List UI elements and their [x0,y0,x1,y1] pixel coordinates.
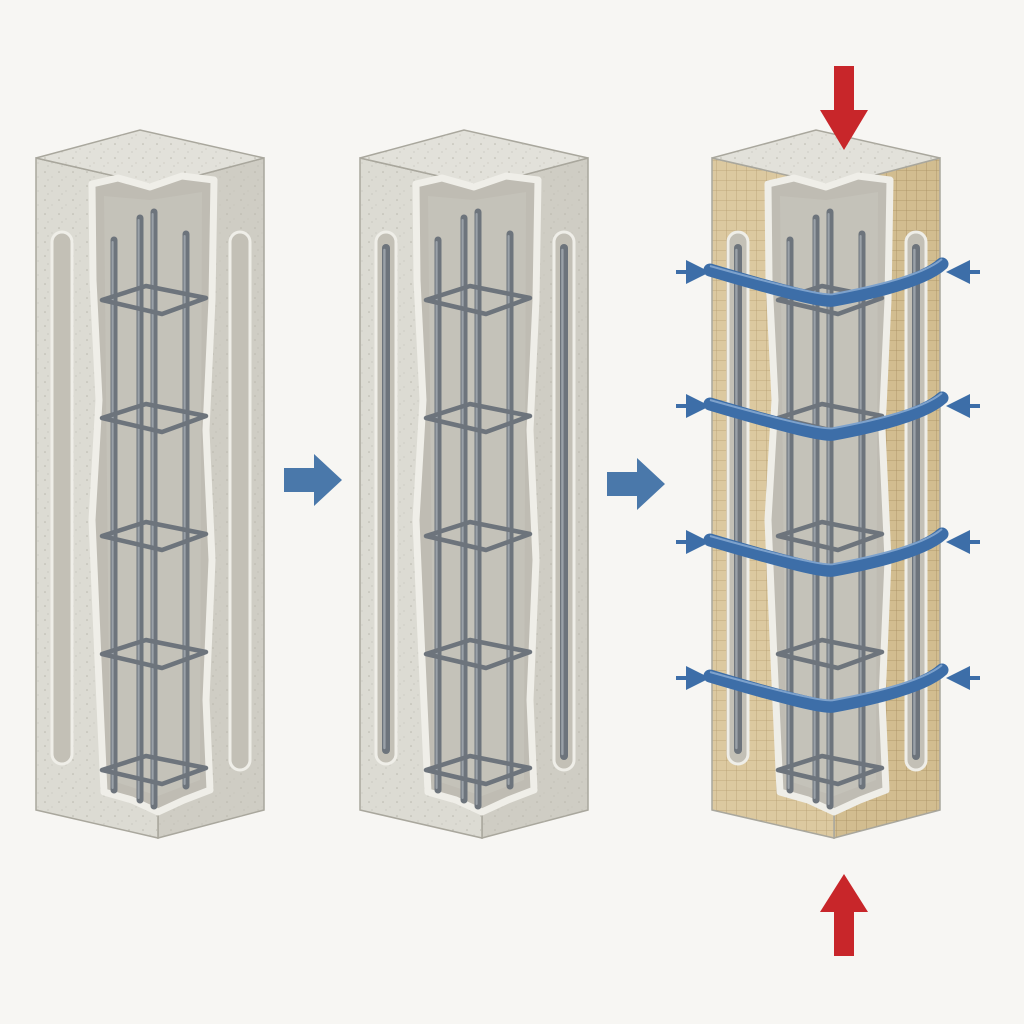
groove-1 [50,230,74,766]
stirrup-tie-1 [423,283,533,317]
stirrup-tie-3 [99,519,209,553]
stirrup-tie-5 [99,753,209,787]
groove-2 [228,230,252,772]
confining-band-1 [703,257,949,307]
flow-arrow-2 [607,458,665,510]
reinforcement-cage [99,208,209,810]
column-stage-1 [35,129,265,839]
column-stage-3 [676,129,980,839]
confining-band-3 [703,527,949,577]
flow-arrow-1 [284,454,342,506]
axial-load-arrow-top [820,66,868,150]
stirrup-tie-5 [423,753,533,787]
stirrup-tie-5 [775,753,885,787]
stirrup-tie-1 [99,283,209,317]
axial-load-arrow-bottom [820,874,868,956]
reinforcement-cage [423,208,533,810]
stirrup-tie-4 [423,637,533,671]
stirrup-tie-2 [423,401,533,435]
stirrup-tie-4 [775,637,885,671]
stirrup-tie-3 [775,519,885,553]
confining-band-4 [703,663,949,713]
stirrup-tie-3 [423,519,533,553]
stirrup-tie-4 [99,637,209,671]
confining-band-2 [703,391,949,441]
stirrup-tie-2 [99,401,209,435]
column-stage-2 [359,129,589,839]
